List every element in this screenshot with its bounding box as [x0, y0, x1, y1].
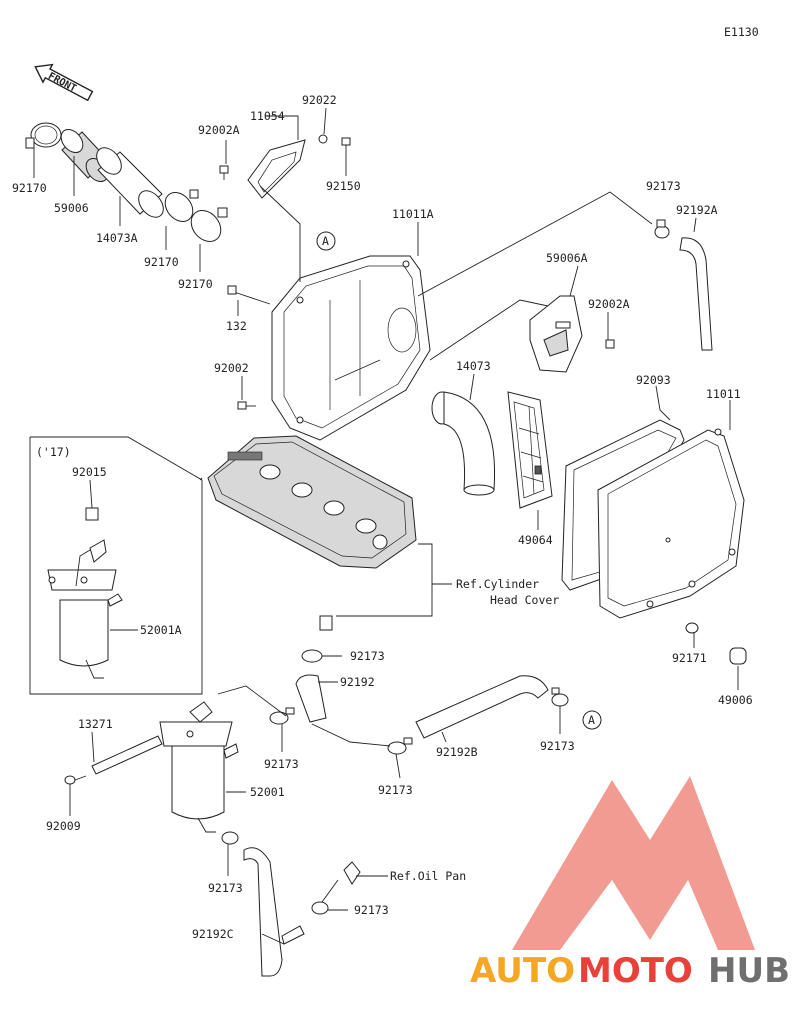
label-92173-f: 92173 — [208, 881, 243, 895]
clamp-92173-a — [654, 219, 670, 239]
ref-cylinder-head-cover-line-2: Head Cover — [490, 593, 559, 607]
label-92192c: 92192C — [192, 927, 234, 941]
clamp-92173-g — [311, 901, 329, 915]
label-92173-b: 92173 — [350, 649, 385, 663]
label-92170-c: 92170 — [178, 277, 213, 291]
brand-word-moto: MOTO — [578, 951, 693, 991]
inset-box-2017: ('17) — [29, 436, 203, 695]
ref-cylinder-head-cover-line-1: Ref.Cylinder — [456, 577, 539, 591]
plug-49006 — [729, 647, 747, 665]
brand-word-auto: AUTO — [470, 951, 575, 991]
label-92192: 92192 — [340, 675, 375, 689]
label-92173-a: 92173 — [646, 179, 681, 193]
gasket-11054 — [247, 139, 306, 199]
bolt-92002a-a — [219, 165, 229, 180]
part-labels: 92170 59006 14073A 92170 92170 92002A 11… — [12, 93, 753, 941]
clamp-92173-e — [551, 687, 569, 707]
clamp-92173-c — [269, 707, 295, 725]
label-92002a-b: 92002A — [588, 297, 630, 311]
washer-92022 — [318, 134, 328, 144]
bolt-92002 — [237, 401, 256, 410]
nut-92015 — [85, 507, 99, 521]
label-92015: 92015 — [72, 465, 107, 479]
label-92173-d: 92173 — [378, 783, 413, 797]
label-92171: 92171 — [672, 651, 707, 665]
hose-92192b — [415, 675, 549, 739]
label-92009: 92009 — [46, 819, 81, 833]
label-92192b: 92192B — [436, 745, 478, 759]
label-52001a: 52001A — [140, 623, 182, 637]
diagram-code: E1130 — [724, 25, 759, 39]
label-92192a: 92192A — [676, 203, 718, 217]
airbox-11011a — [271, 255, 431, 441]
hose-92192 — [295, 674, 327, 723]
label-49064: 49064 — [518, 533, 553, 547]
elbow-fitting-oil-pan — [343, 861, 361, 885]
label-11054: 11054 — [250, 109, 285, 123]
bracket-13271 — [91, 735, 163, 775]
label-59006: 59006 — [54, 201, 89, 215]
brand-word-hub: HUB — [708, 951, 790, 991]
label-92173-c: 92173 — [264, 757, 299, 771]
label-14073a: 14073A — [96, 231, 138, 245]
label-92170-b: 92170 — [144, 255, 179, 269]
inset-label: ('17) — [36, 445, 71, 459]
separator-52001 — [159, 701, 239, 833]
front-label: FRONT — [46, 71, 78, 95]
duct-59006 — [60, 128, 109, 183]
separator-52001a — [47, 539, 123, 679]
front-arrow-icon: FRONT — [34, 63, 94, 102]
clamp-92170-a — [25, 122, 62, 149]
hose-92192c — [243, 847, 305, 977]
clip-92171 — [685, 622, 699, 634]
fitting-head-cover — [319, 615, 333, 631]
bolt-92009 — [64, 775, 87, 785]
clamp-92170-b — [164, 189, 199, 222]
filter-element-49064 — [507, 391, 553, 509]
label-92002: 92002 — [214, 361, 249, 375]
label-92173-e: 92173 — [540, 739, 575, 753]
ref-marker-a-label: A — [322, 234, 329, 248]
cover-59006a — [529, 295, 583, 373]
bolt-92002a-b — [605, 339, 615, 349]
label-92173-g: 92173 — [354, 903, 389, 917]
label-92002a-a: 92002A — [198, 123, 240, 137]
label-11011: 11011 — [706, 387, 741, 401]
bolt-92150 — [341, 137, 351, 152]
automotohub-logo: AUTO MOTO HUB — [470, 776, 790, 991]
cover-11011 — [597, 428, 745, 619]
clamp-92173-b — [301, 649, 323, 663]
leader-lines — [33, 107, 739, 945]
label-132: 132 — [226, 319, 247, 333]
label-49006: 49006 — [718, 693, 753, 707]
label-59006a: 59006A — [546, 251, 588, 265]
label-92150: 92150 — [326, 179, 361, 193]
label-92022: 92022 — [302, 93, 337, 107]
clamp-92173-f — [221, 831, 239, 845]
elbow-duct-14073 — [431, 391, 496, 496]
ref-marker-a-label-2: A — [588, 713, 595, 727]
label-11011a: 11011A — [392, 207, 434, 221]
ref-marker-a-top: A — [316, 231, 336, 251]
cylinder-head-cover — [207, 435, 417, 569]
clamp-92173-d — [387, 737, 413, 755]
clamp-92170-c — [190, 207, 228, 242]
label-14073: 14073 — [456, 359, 491, 373]
hose-92192a — [679, 237, 713, 351]
ref-oil-pan: Ref.Oil Pan — [390, 869, 466, 883]
label-92093: 92093 — [636, 373, 671, 387]
label-52001: 52001 — [250, 785, 285, 799]
label-92170-a: 92170 — [12, 181, 47, 195]
tube-14073a — [96, 147, 164, 218]
ref-marker-a-bottom: A — [582, 710, 602, 730]
bolt-132 — [227, 285, 271, 305]
label-13271: 13271 — [78, 717, 113, 731]
logo-triangle-mark — [512, 776, 755, 950]
